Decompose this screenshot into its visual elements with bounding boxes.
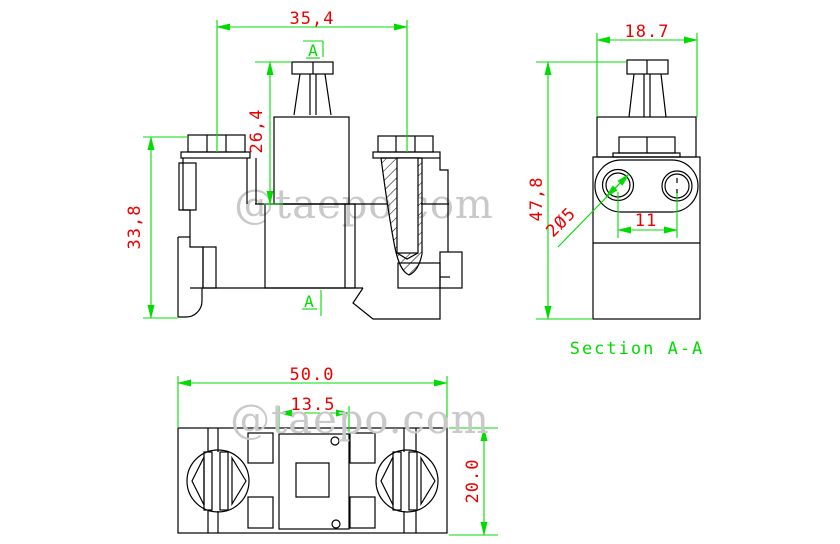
- section-view-dimensions: 18.7 47,8 2Ø5 11 Section A-A: [527, 22, 705, 359]
- dim-section-hole-pitch: 11: [635, 211, 657, 231]
- dim-lines-2x5-leader: [557, 173, 630, 248]
- dim-front-width: 35,4: [290, 9, 335, 29]
- dim-front-height: 33,8: [125, 205, 145, 250]
- dim-lines-11: [617, 192, 678, 238]
- bottom-view-geometry: [177, 427, 448, 534]
- watermark-bottom: @taepo.com: [230, 397, 490, 443]
- front-view-dimensions: 35,4 26,4 33,8 A A: [125, 9, 408, 319]
- dim-front-stem: 26,4: [247, 109, 267, 154]
- dim-lines-18-7: [596, 33, 698, 117]
- dim-lines-26-4: [255, 61, 291, 205]
- section-view-geometry: [592, 59, 701, 320]
- dim-bottom-height: 20.0: [463, 459, 483, 504]
- dim-bottom-width: 50.0: [290, 365, 335, 385]
- watermark-text: @taepo.com: [234, 182, 494, 228]
- dim-bottom-inner: 13.5: [291, 395, 336, 415]
- section-letter-bottom: A: [304, 292, 314, 311]
- watermark-text: @taepo.com: [230, 397, 490, 443]
- bottom-view-dimensions: 50.0 13.5 20.0: [177, 365, 498, 536]
- dim-lines-35-4: [216, 20, 408, 152]
- dim-lines-20-0: [449, 427, 498, 536]
- dim-section-width: 18.7: [625, 22, 670, 42]
- watermark-top: @taepo.com: [234, 182, 494, 228]
- section-marker-bottom: [302, 290, 322, 316]
- dim-section-height: 47,8: [527, 177, 547, 222]
- section-view-title: Section A-A: [570, 339, 705, 359]
- section-marker-top: [303, 40, 324, 59]
- dim-lines-33-8: [143, 136, 188, 319]
- dim-lines-50-0: [177, 376, 448, 428]
- section-letter-top: A: [308, 41, 318, 60]
- dim-lines-13-5: [278, 406, 350, 434]
- dim-lines-47-8: [536, 61, 626, 320]
